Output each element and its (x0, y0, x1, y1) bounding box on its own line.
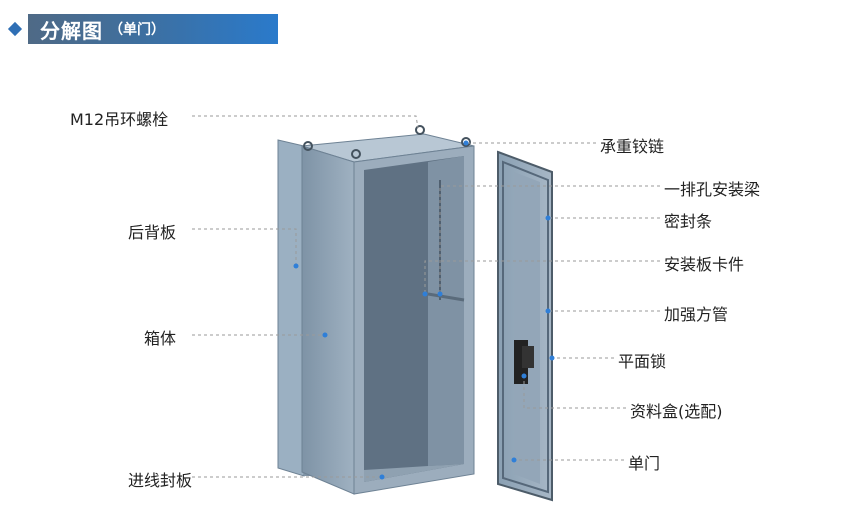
marker-dots (293, 140, 555, 480)
flat-lock-icon (514, 340, 534, 384)
label-mounting-clip: 安装板卡件 (664, 255, 745, 274)
label-cabinet-body: 箱体 (144, 329, 177, 348)
label-back-panel: 后背板 (128, 223, 177, 242)
label-seal-strip: 密封条 (664, 212, 713, 231)
label-hinge: 承重铰链 (600, 137, 665, 156)
lifting-bolt-icon (303, 125, 471, 159)
label-lifting-bolt: M12吊环螺栓 (70, 110, 169, 129)
label-document-box: 资料盒(选配) (630, 402, 723, 421)
label-mounting-beam: 一排孔安装梁 (664, 180, 761, 199)
label-cable-entry-plate: 进线封板 (128, 471, 193, 490)
page-subtitle: （单门） (109, 22, 165, 38)
section-header: 分解图 （单门） (0, 14, 290, 46)
label-single-door: 单门 (628, 454, 661, 473)
label-flat-lock: 平面锁 (618, 352, 667, 371)
title-banner: 分解图 （单门） (28, 14, 278, 44)
cabinet-body (301, 133, 475, 495)
label-reinforcing-tube: 加强方管 (664, 305, 729, 324)
leader-lines (192, 115, 660, 478)
door (497, 150, 553, 502)
page-title: 分解图 (40, 18, 103, 43)
